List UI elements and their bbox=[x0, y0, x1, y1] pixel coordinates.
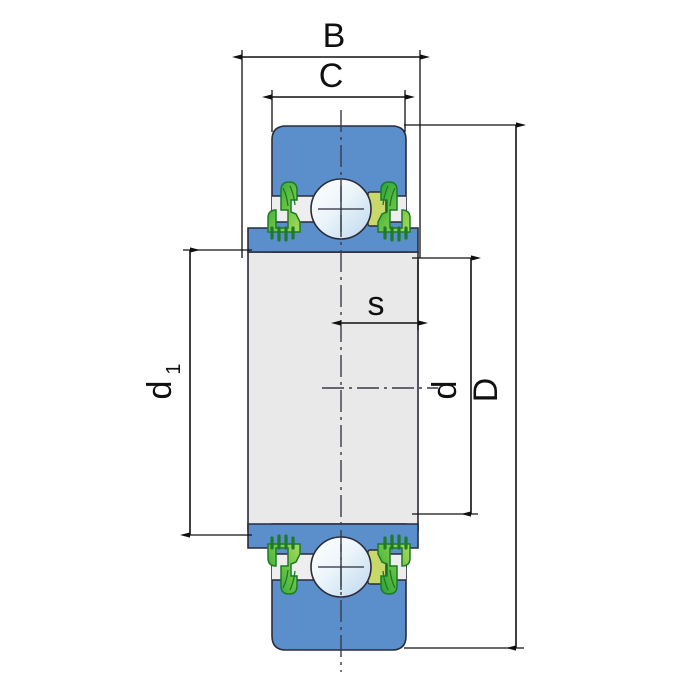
dim-label-d1: d bbox=[141, 381, 179, 400]
dimension-lines bbox=[180, 54, 526, 651]
centerlines bbox=[322, 110, 438, 672]
upper-half bbox=[247, 125, 419, 253]
dim-label-D: D bbox=[467, 378, 505, 403]
dim-label-B: B bbox=[323, 17, 346, 55]
seal-upper-left bbox=[267, 181, 301, 242]
dim-label-d: d bbox=[426, 381, 464, 400]
bearing-assembly bbox=[247, 125, 419, 651]
shaft-bore bbox=[247, 251, 419, 531]
seal-upper-right bbox=[377, 181, 411, 242]
seal-lower-right bbox=[377, 534, 411, 595]
dim-label-C: C bbox=[319, 57, 344, 95]
dim-label-s: s bbox=[368, 285, 385, 323]
seal-lower-left bbox=[267, 534, 301, 595]
dimension-labels: B C s d 1 d D bbox=[141, 17, 505, 402]
dim-label-d1-subscript: 1 bbox=[163, 363, 185, 374]
lower-half bbox=[247, 523, 419, 651]
